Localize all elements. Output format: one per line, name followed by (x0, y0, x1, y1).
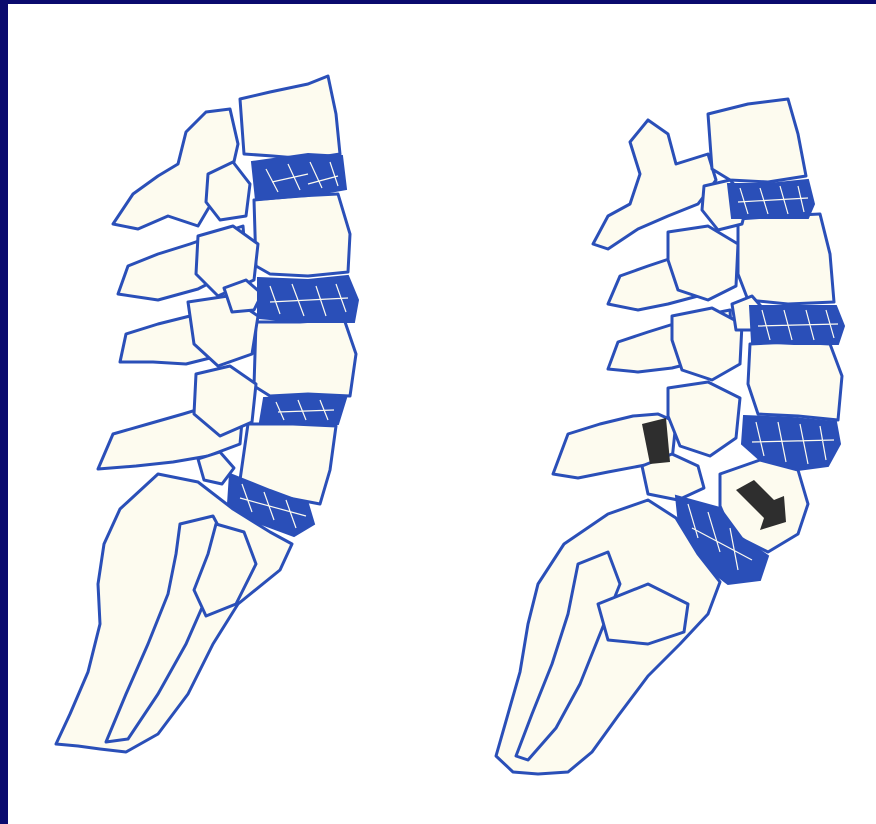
right-lamina-3 (672, 308, 742, 380)
left-disc-3 (260, 396, 346, 424)
right-disc-1 (728, 180, 814, 218)
right-lamina-4 (668, 382, 740, 456)
right-disc-2 (750, 306, 844, 344)
left-facet-2 (198, 452, 234, 484)
right-spine-panel (496, 99, 844, 774)
left-facet-1 (224, 280, 262, 312)
spine-diagram (8, 4, 876, 824)
right-vertebral-body-3 (748, 342, 842, 420)
left-vertebral-body-2 (254, 194, 350, 276)
right-vertebral-body-1 (708, 99, 806, 182)
left-vertebral-body-1 (240, 76, 340, 159)
left-lamina-1 (206, 162, 250, 220)
left-disc-2 (258, 276, 358, 322)
slide-canvas (8, 4, 876, 824)
right-lamina-2 (668, 226, 738, 300)
right-vertebral-body-2 (738, 214, 834, 304)
left-vertebral-body-3 (254, 319, 356, 396)
left-spine-panel (56, 76, 358, 752)
